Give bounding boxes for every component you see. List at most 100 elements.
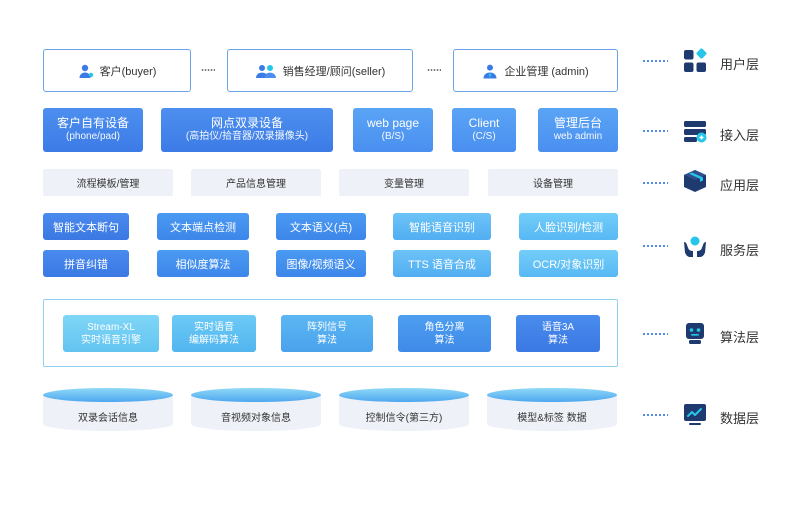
algorithm-layer-frame xyxy=(43,299,618,367)
access-item-subtitle: (高拍仪/拾音器/双录摄像头) xyxy=(185,131,309,142)
svc-item-label: 图像/视频语义 xyxy=(286,258,356,271)
access-item-title: 管理后台 xyxy=(553,116,602,130)
svc-image-video-semantic[interactable]: 图像/视频语义 xyxy=(276,250,366,277)
users-group-icon xyxy=(255,64,276,78)
legend-dots xyxy=(642,333,668,335)
svc-item-label: 智能语音识别 xyxy=(409,221,475,234)
app-item-label: 设备管理 xyxy=(533,179,573,190)
access-branch-device[interactable]: 网点双录设备 (高拍仪/拾音器/双录摄像头) xyxy=(161,108,333,152)
access-item-subtitle: (C/S) xyxy=(472,131,496,142)
user-connector-dots xyxy=(201,69,215,71)
robot-chip-icon xyxy=(686,323,704,344)
data-session-info[interactable]: 双录会话信息 xyxy=(43,388,173,438)
algo-role-separation[interactable]: 角色分离 算法 xyxy=(398,315,491,352)
user-buyer[interactable]: 客户(buyer) xyxy=(43,49,191,92)
hands-service-icon xyxy=(684,236,706,257)
access-item-title: Client xyxy=(468,116,500,130)
chart-monitor-icon xyxy=(684,404,706,425)
legend-dots xyxy=(642,182,668,184)
app-item-label: 产品信息管理 xyxy=(226,179,286,190)
algo-speech-3a[interactable]: 语音3A 算法 xyxy=(516,315,600,352)
access-item-title: web page xyxy=(366,116,420,130)
layer-label-application: 应用层 xyxy=(720,178,760,193)
access-web-page[interactable]: web page (B/S) xyxy=(353,108,433,152)
app-item-label: 变量管理 xyxy=(384,179,424,190)
user-buyer-label: 客户(buyer) xyxy=(99,65,157,78)
svc-text-sentence[interactable]: 智能文本断句 xyxy=(43,213,129,240)
algo-realtime-codec[interactable]: 实时语音 编解码算法 xyxy=(172,315,256,352)
access-item-title: 客户自有设备 xyxy=(56,116,129,130)
user-seller-label: 销售经理/顾问(seller) xyxy=(282,65,386,78)
svc-ocr[interactable]: OCR/对象识别 xyxy=(519,250,618,277)
svc-item-label: 相似度算法 xyxy=(175,258,231,271)
svc-speech-recognition[interactable]: 智能语音识别 xyxy=(393,213,491,240)
data-item-label: 双录会话信息 xyxy=(78,413,138,424)
svc-text-endpoint[interactable]: 文本端点检测 xyxy=(157,213,249,240)
access-client-device[interactable]: 客户自有设备 (phone/pad) xyxy=(43,108,143,152)
access-web-admin[interactable]: 管理后台 web admin xyxy=(538,108,618,152)
svc-item-label: TTS 语音合成 xyxy=(408,258,476,271)
legend-dots xyxy=(642,414,668,416)
algo-stream-xl[interactable]: Stream-XL 实时语音引擎 xyxy=(63,315,159,352)
data-model-tag[interactable]: 模型&标签 数据 xyxy=(487,388,617,438)
access-item-title: 网点双录设备 xyxy=(210,116,283,130)
svc-face-recognition[interactable]: 人脸识别/检测 xyxy=(519,213,618,240)
layer-label-user: 用户层 xyxy=(720,57,760,72)
algo-item-subtitle: 编解码算法 xyxy=(189,334,239,346)
legend-dots xyxy=(642,60,668,62)
user-admin-label: 企业管理 (admin) xyxy=(504,65,589,78)
data-item-label: 控制信令(第三方) xyxy=(365,413,443,424)
algo-item-subtitle: 算法 xyxy=(317,334,337,346)
svc-tts[interactable]: TTS 语音合成 xyxy=(393,250,491,277)
algo-item-title: 语音3A xyxy=(541,321,575,333)
layer-label-service: 服务层 xyxy=(720,243,760,258)
app-product-info[interactable]: 产品信息管理 xyxy=(191,169,321,196)
algo-item-title: Stream-XL xyxy=(87,321,135,333)
user-admin[interactable]: 企业管理 (admin) xyxy=(453,49,618,92)
cylinder-top xyxy=(43,388,173,402)
layer-label-algorithm: 算法层 xyxy=(720,330,760,345)
svc-item-label: 文本语义(点) xyxy=(289,221,353,234)
user-icon xyxy=(79,64,93,78)
algo-item-subtitle: 实时语音引擎 xyxy=(81,334,141,346)
layer-label-access: 接入层 xyxy=(720,128,760,143)
data-control-signal[interactable]: 控制信令(第三方) xyxy=(339,388,469,438)
algo-item-subtitle: 算法 xyxy=(434,334,455,346)
svc-similarity[interactable]: 相似度算法 xyxy=(157,250,249,277)
admin-user-icon xyxy=(483,64,497,78)
algo-array-signal[interactable]: 阵列信号 算法 xyxy=(281,315,373,352)
algo-item-title: 阵列信号 xyxy=(307,321,347,333)
svc-pinyin-correction[interactable]: 拼音纠错 xyxy=(43,250,129,277)
algo-item-subtitle: 算法 xyxy=(548,334,568,346)
svc-text-semantic[interactable]: 文本语义(点) xyxy=(276,213,366,240)
user-connector-dots xyxy=(427,69,441,71)
data-av-object-info[interactable]: 音视频对象信息 xyxy=(191,388,321,438)
user-seller[interactable]: 销售经理/顾问(seller) xyxy=(227,49,413,92)
access-client[interactable]: Client (C/S) xyxy=(452,108,516,152)
cube-box-icon xyxy=(684,170,706,192)
app-variable-management[interactable]: 变量管理 xyxy=(339,169,469,196)
access-item-subtitle: web admin xyxy=(553,131,603,142)
legend-dots xyxy=(642,130,668,132)
algo-item-title: 角色分离 xyxy=(424,321,465,333)
data-item-label: 音视频对象信息 xyxy=(221,413,291,424)
cylinder-top xyxy=(191,388,321,402)
svc-item-label: 人脸识别/检测 xyxy=(533,221,604,234)
cylinder-top xyxy=(339,388,469,402)
svc-item-label: 智能文本断句 xyxy=(53,221,119,234)
access-item-subtitle: (B/S) xyxy=(381,131,405,142)
layer-label-data: 数据层 xyxy=(720,411,760,426)
app-device-management[interactable]: 设备管理 xyxy=(488,169,618,196)
cylinder-top xyxy=(487,388,617,402)
svc-item-label: 拼音纠错 xyxy=(64,258,108,271)
access-item-subtitle: (phone/pad) xyxy=(66,131,120,142)
app-process-template[interactable]: 流程模板/管理 xyxy=(43,169,173,196)
legend-dots xyxy=(642,245,668,247)
data-item-label: 模型&标签 数据 xyxy=(517,413,587,424)
grid-apps-icon xyxy=(684,48,707,72)
svc-item-label: OCR/对象识别 xyxy=(532,258,605,271)
server-stack-icon xyxy=(684,121,707,143)
algo-item-title: 实时语音 xyxy=(194,321,234,333)
svc-item-label: 文本端点检测 xyxy=(170,221,236,234)
app-item-label: 流程模板/管理 xyxy=(76,179,140,190)
